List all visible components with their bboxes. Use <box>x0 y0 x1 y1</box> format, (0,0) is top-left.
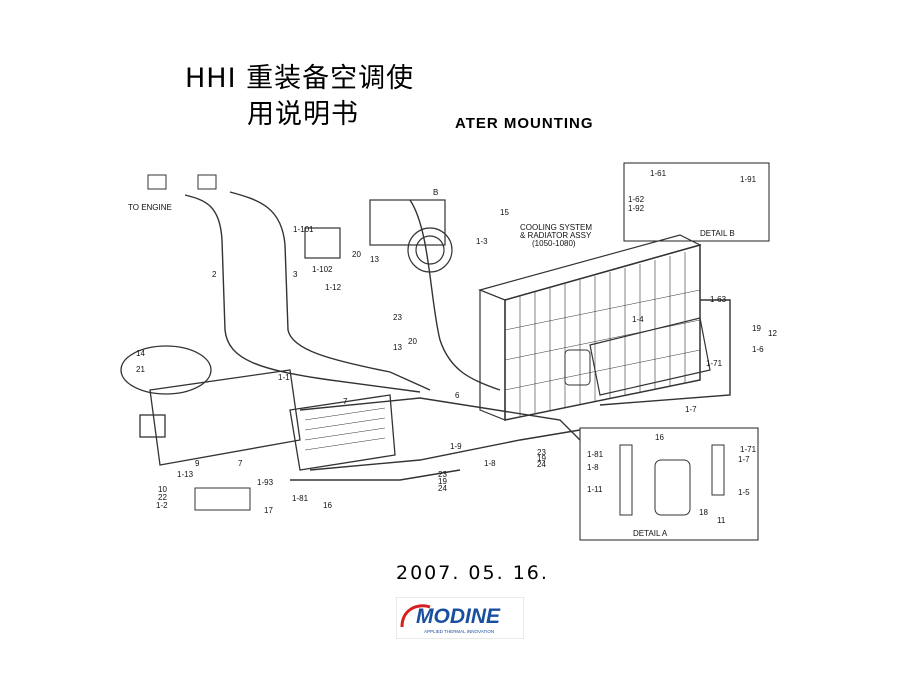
part-label: 7 <box>238 459 243 468</box>
connector-part-a <box>147 174 167 190</box>
part-label: 1-13 <box>177 470 194 479</box>
part-label: 1-11 <box>587 485 603 494</box>
part-label: 1-8 <box>484 459 496 468</box>
cooling-system-caption: COOLING SYSTEM <box>520 223 592 232</box>
part-label: 2 <box>212 270 217 279</box>
control-panel-part <box>194 487 251 511</box>
title-line-1: HHI 重装备空调使 <box>185 63 415 94</box>
part-label: 16 <box>323 501 332 510</box>
part-label: 1-61 <box>650 169 667 178</box>
part-label: 1-93 <box>257 478 274 487</box>
part-label: 23 <box>438 470 447 479</box>
part-label: 16 <box>655 433 664 442</box>
part-label: 22 <box>158 493 167 502</box>
modine-logo: MODINE APPLIED THERMAL INNOVATION <box>396 597 524 639</box>
part-label: 1-7 <box>685 405 697 414</box>
part-label: 10 <box>158 485 167 494</box>
diagram-heading: ATER MOUNTING <box>455 115 594 132</box>
detail-a-label: DETAIL A <box>633 529 668 538</box>
part-label: 20 <box>352 250 361 259</box>
connector-part-b <box>197 174 217 190</box>
part-label: 18 <box>699 508 708 517</box>
receiver-drier-part <box>654 459 691 516</box>
hose-fitting-left <box>619 444 633 516</box>
part-label: 23 <box>537 448 546 457</box>
part-label: 1-1 <box>278 373 290 382</box>
detail-a-box <box>579 427 759 541</box>
part-label: 24 <box>438 484 447 493</box>
refrigerant-hoses <box>184 191 731 481</box>
models-caption: (1050-1080) <box>532 239 576 248</box>
title-line-2: 用说明书 <box>247 99 359 130</box>
part-label: 1-81 <box>292 494 309 503</box>
part-label: 1-2 <box>156 501 168 510</box>
part-label: 1-62 <box>628 195 645 204</box>
logo-wordmark: MODINE <box>416 605 501 628</box>
compressor <box>304 199 453 273</box>
part-label: 24 <box>537 460 546 469</box>
part-label: 14 <box>136 349 145 358</box>
hvac-mounting-diagram: ATER MOUNTING DETAIL B DETAIL A COOLING … <box>120 115 777 541</box>
part-label: 1-7 <box>738 455 750 464</box>
logo-tagline: APPLIED THERMAL INNOVATION <box>424 629 494 634</box>
document-date: 2007. 05. 16. <box>396 562 549 584</box>
part-label: 1-8 <box>587 463 599 472</box>
radiator-assembly <box>478 234 711 421</box>
part-label: 12 <box>768 329 777 338</box>
part-label: 1-12 <box>325 283 342 292</box>
part-label: 1-101 <box>293 225 314 234</box>
part-label: 23 <box>393 313 402 322</box>
part-label: 11 <box>717 516 726 525</box>
part-label: 1-71 <box>740 445 757 454</box>
drier-mount-part <box>564 349 591 386</box>
part-label: 19 <box>752 324 761 333</box>
part-label: 1-81 <box>587 450 604 459</box>
part-label: 1-102 <box>312 265 333 274</box>
part-label: 19 <box>438 477 447 486</box>
part-label: 20 <box>408 337 417 346</box>
part-label: 13 <box>370 255 379 264</box>
part-label: 1-5 <box>738 488 750 497</box>
hose-fitting-right <box>711 444 725 496</box>
radiator-assy-caption: & RADIATOR ASSY <box>520 231 592 240</box>
detail-b-box <box>623 162 770 242</box>
part-label: B <box>433 188 438 197</box>
hvac-unit <box>120 345 396 471</box>
part-labels: 1-101 20 13 1-102 1-12 2 3 1-3 15 1-61 1… <box>136 169 777 525</box>
part-label: 1-63 <box>710 295 727 304</box>
detail-b-label: DETAIL B <box>700 229 735 238</box>
part-label: 1-92 <box>628 204 645 213</box>
part-label: 21 <box>136 365 145 374</box>
part-label: 1-4 <box>632 315 644 324</box>
part-label: 13 <box>393 343 402 352</box>
part-label: 9 <box>195 459 200 468</box>
part-label: 6 <box>455 391 460 400</box>
part-label: 17 <box>264 506 273 515</box>
part-label: 1-3 <box>476 237 488 246</box>
part-label: 1-71 <box>706 359 723 368</box>
part-label: 1-6 <box>752 345 764 354</box>
to-engine-caption: TO ENGINE <box>128 203 172 212</box>
part-label: 1-9 <box>450 442 462 451</box>
part-label: 1-91 <box>740 175 757 184</box>
part-label: 15 <box>500 208 509 217</box>
part-label: 19 <box>537 454 546 463</box>
part-label: 7 <box>343 397 348 406</box>
part-label: 3 <box>293 270 298 279</box>
